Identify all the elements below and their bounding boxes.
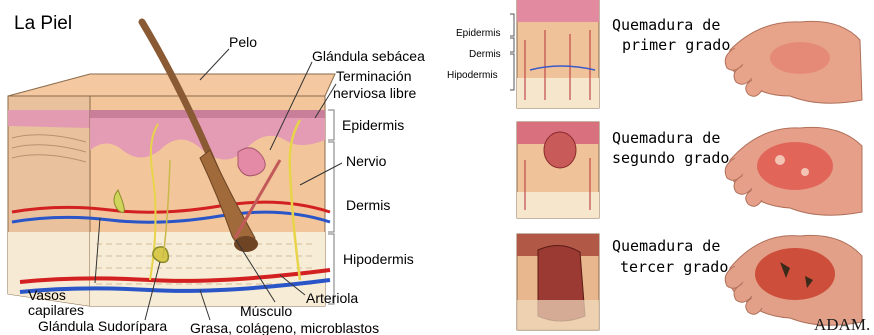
burn-label-1-line2: primer grado — [622, 36, 730, 54]
label-musculo: Músculo — [240, 303, 292, 319]
dermis-bracket — [328, 142, 334, 232]
adam-logo: ADAM. — [814, 315, 870, 334]
skin-title: La Piel — [14, 13, 72, 34]
hand-third-degree — [725, 235, 862, 325]
skin-diagram: La Piel — [8, 13, 425, 335]
burn-block-2 — [517, 122, 599, 218]
hand-first-degree — [725, 21, 862, 103]
burn-label-1-line1: Quemadura de — [612, 16, 720, 34]
label-dermis: Dermis — [346, 197, 390, 213]
stratum-corneum — [90, 110, 325, 118]
burn-label-3-line1: Quemadura de — [612, 237, 720, 255]
label-glandula-sudoripara: Glándula Sudorípara — [38, 318, 167, 334]
mini-label-dermis: Dermis — [469, 49, 501, 60]
label-glandula-sebacea: Glándula sebácea — [312, 48, 425, 64]
burn-block-3 — [517, 234, 599, 330]
mini-label-epidermis: Epidermis — [456, 28, 500, 39]
label-epidermis: Epidermis — [342, 117, 404, 133]
hair-bulb — [234, 236, 258, 252]
label-pelo: Pelo — [229, 34, 257, 50]
burn-label-2-line1: Quemadura de — [612, 129, 720, 147]
burn-block-1 — [517, 0, 599, 108]
label-nervio: Nervio — [346, 153, 387, 169]
front-hypodermis — [90, 232, 325, 306]
burn-label-2-line2: segundo grado — [612, 149, 729, 167]
epidermis-bracket — [328, 110, 334, 140]
label-vasos-2: capilares — [28, 302, 84, 318]
burns-panel: Epidermis Dermis Hipodermis Quemadura de… — [447, 0, 870, 334]
burn-label-3-line2: tercer grado — [620, 258, 728, 276]
label-terminacion-2: nerviosa libre — [333, 85, 416, 101]
label-vasos-1: Vasos — [28, 287, 66, 303]
label-hipodermis: Hipodermis — [343, 251, 414, 267]
label-arteriola: Arteriola — [306, 290, 358, 306]
hand-second-degree — [725, 127, 862, 215]
mini-label-hipodermis: Hipodermis — [447, 70, 498, 81]
side-epidermis — [8, 110, 90, 128]
label-terminacion-1: Terminación — [336, 68, 411, 84]
mini-brackets — [510, 14, 514, 90]
label-grasa: Grasa, colágeno, microblastos — [190, 320, 379, 335]
